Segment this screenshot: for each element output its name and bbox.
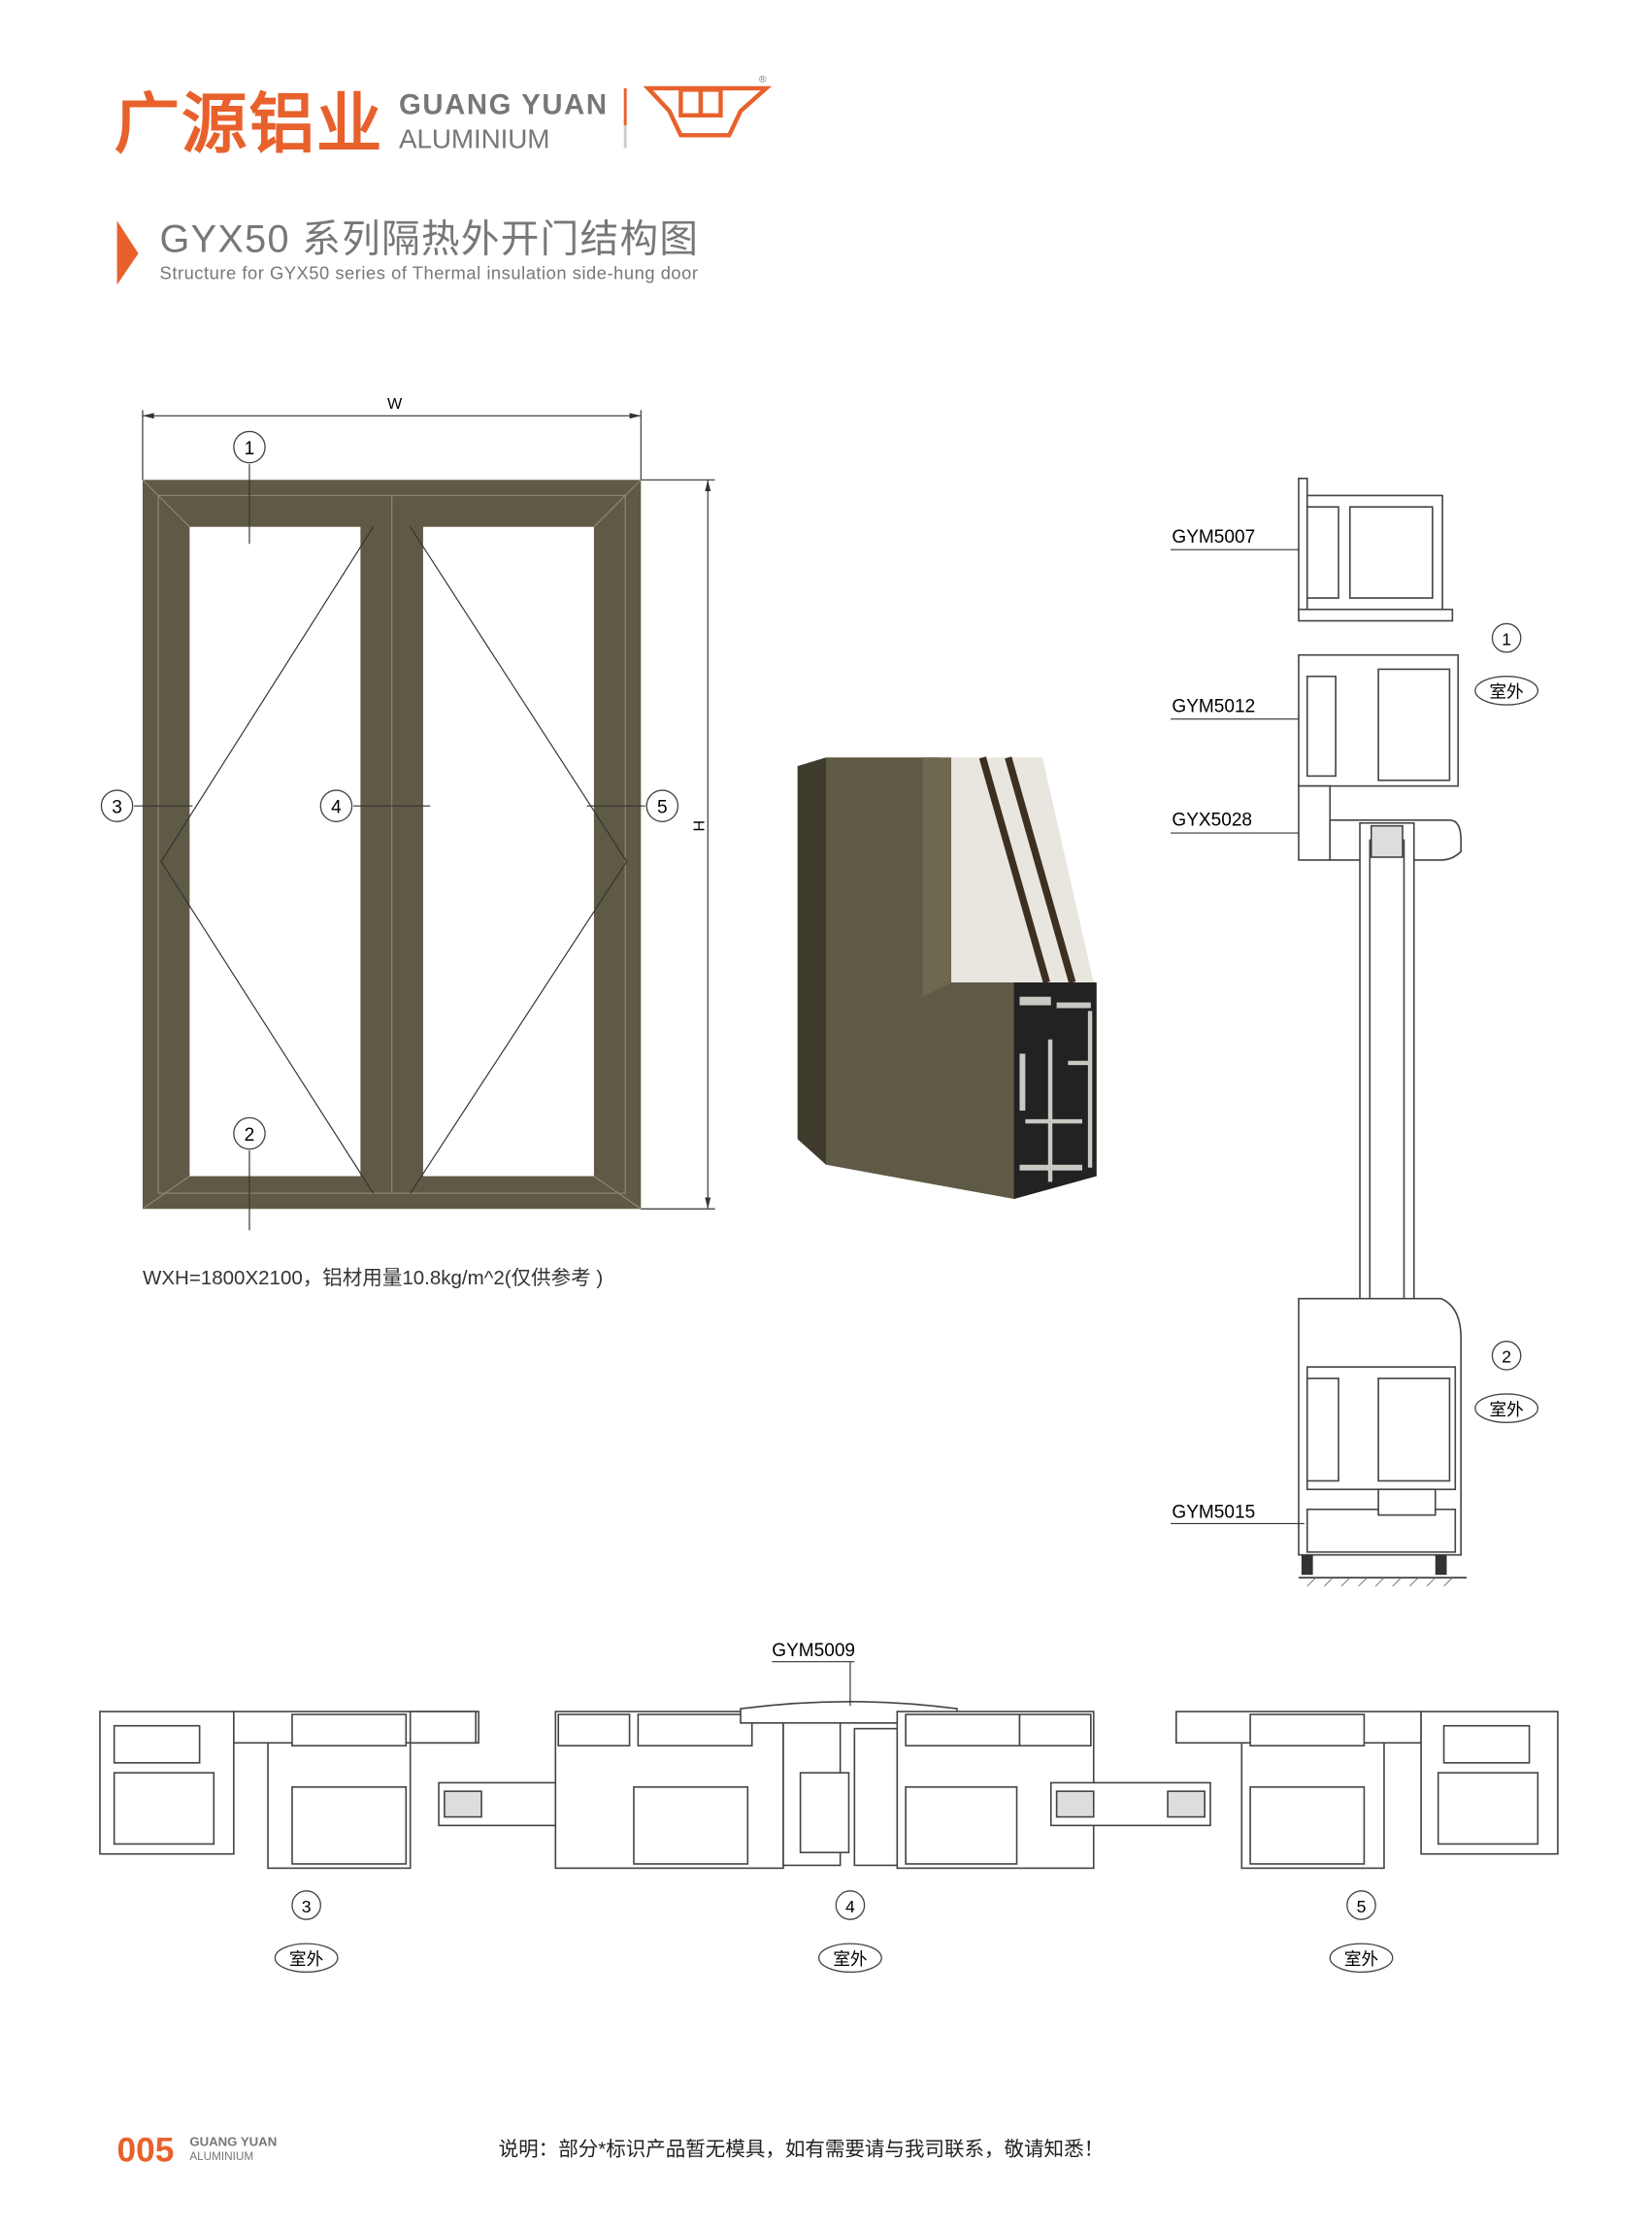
svg-text:室外: 室外: [833, 1949, 867, 1969]
title-sub: Structure for GYX50 series of Thermal in…: [160, 262, 698, 283]
cr-logo-icon: [643, 85, 773, 138]
footer: 005 GUANG YUAN ALUMINIUM 说明：部分*标识产品暂无模具，…: [117, 2132, 1105, 2170]
svg-text:3: 3: [112, 798, 122, 818]
profile-label-gym5012: GYM5012: [1172, 696, 1255, 716]
svg-text:室外: 室外: [1490, 682, 1524, 702]
profile-3d-render: [797, 756, 1097, 1200]
vertical-section: GYM5007 GYM5012 GYX5028 GYM5015 1 室外 2 室…: [1170, 478, 1539, 1587]
svg-text:室外: 室外: [1344, 1949, 1378, 1969]
registered-mark: ®: [759, 75, 767, 85]
marker-4: 4: [319, 789, 353, 822]
brand-en-line2: ALUMINIUM: [399, 124, 549, 154]
door-elevation: W H 1 2 3 4 5 WXH=1800X2100，铝材用量10.8kg/m…: [100, 395, 715, 1289]
elevation-caption: WXH=1800X2100，铝材用量10.8kg/m^2(仅供参考 ): [143, 1267, 603, 1289]
marker-2-section: 2: [1491, 1341, 1522, 1371]
height-label: H: [690, 820, 708, 832]
brand-cn-name: 广源铝业: [115, 88, 382, 161]
title-main: GYX50 系列隔热外开门结构图: [160, 218, 698, 261]
svg-text:5: 5: [657, 798, 668, 818]
left-glass: [189, 526, 361, 1177]
marker-3-section: 3: [291, 1890, 321, 1920]
page-number: 005: [117, 2132, 175, 2170]
marker-2: 2: [233, 1116, 266, 1150]
profile-label-gym5009: GYM5009: [772, 1641, 855, 1661]
svg-text:4: 4: [331, 798, 342, 818]
marker-1-section: 1: [1491, 622, 1522, 653]
svg-text:3: 3: [302, 1897, 312, 1916]
brand-en-line1: GUANG YUAN: [399, 88, 607, 120]
outdoor-badge-5: 室外: [1329, 1943, 1394, 1974]
marker-5-section: 5: [1346, 1890, 1376, 1920]
marker-4-section: 4: [835, 1890, 866, 1920]
right-glass: [422, 526, 594, 1177]
svg-text:1: 1: [1502, 629, 1511, 648]
svg-text:5: 5: [1357, 1897, 1367, 1916]
svg-text:4: 4: [845, 1897, 855, 1916]
marker-3: 3: [100, 789, 134, 822]
svg-text:1: 1: [245, 439, 255, 459]
svg-text:室外: 室外: [1490, 1400, 1524, 1419]
profile-label-gym5015: GYM5015: [1172, 1503, 1255, 1523]
title-triangle-icon: [116, 220, 139, 285]
page-title: GYX50 系列隔热外开门结构图 Structure for GYX50 ser…: [116, 218, 698, 285]
svg-text:室外: 室外: [289, 1949, 323, 1969]
horizontal-section: GYM5009 3 4 5 室外 室外 室外: [99, 1641, 1559, 1974]
footer-brand-line1: GUANG YUAN: [189, 2134, 277, 2148]
svg-text:2: 2: [245, 1125, 255, 1146]
svg-text:2: 2: [1502, 1347, 1511, 1367]
marker-5: 5: [645, 789, 679, 822]
footer-brand-line2: ALUMINIUM: [189, 2150, 253, 2163]
marker-1: 1: [233, 430, 266, 464]
footer-note: 说明：部分*标识产品暂无模具，如有需要请与我司联系，敬请知悉！: [499, 2139, 1104, 2161]
profile-label-gym5007: GYM5007: [1172, 527, 1255, 548]
outdoor-badge-top: 室外: [1474, 676, 1539, 706]
outdoor-badge-bottom: 室外: [1474, 1393, 1539, 1423]
outdoor-badge-4: 室外: [818, 1943, 882, 1974]
brand-header: 广源铝业 GUANG YUAN ALUMINIUM ®: [115, 75, 773, 161]
profile-label-gyx5028: GYX5028: [1172, 811, 1252, 831]
outdoor-badge-3: 室外: [274, 1943, 339, 1974]
width-label: W: [387, 395, 403, 413]
